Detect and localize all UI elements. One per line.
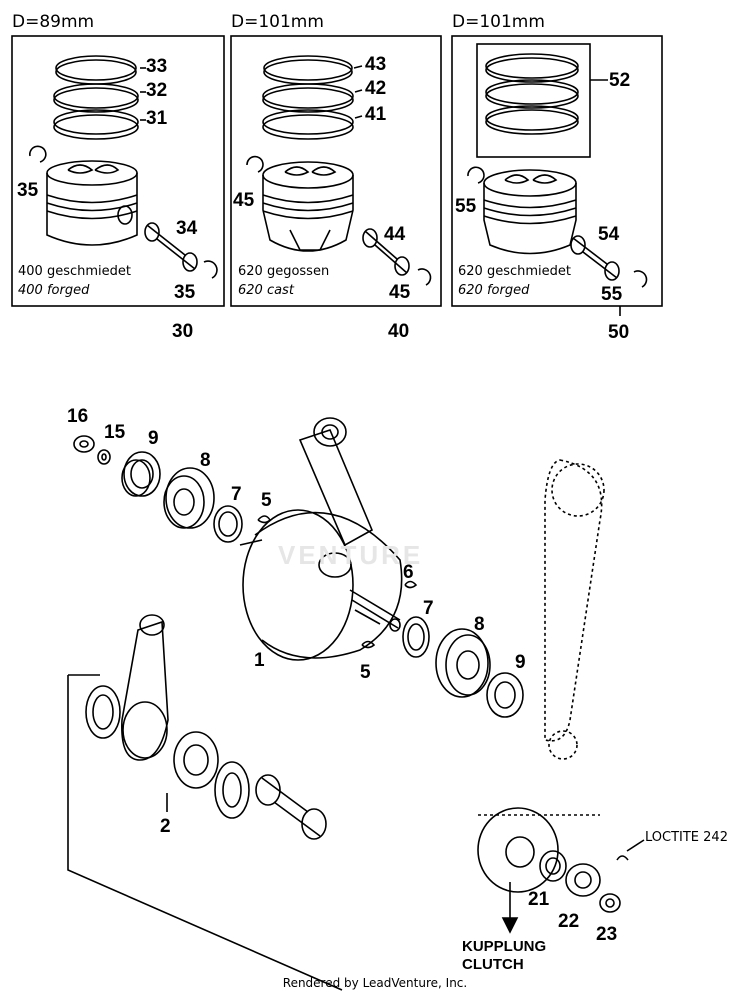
- part-9b: 9: [515, 652, 526, 673]
- part-55-clip-2: 55: [601, 284, 623, 305]
- part-31: 31: [146, 108, 168, 129]
- part-35-clip-2: 35: [174, 282, 196, 303]
- piston-desc-de-1: 400 geschmiedet: [18, 264, 131, 279]
- piston-620-cast: [262, 161, 354, 252]
- seal-9: [121, 451, 161, 497]
- footer-credit: Rendered by LeadVenture, Inc.: [282, 976, 468, 990]
- part-22: 22: [558, 911, 580, 932]
- piston-box-400: [11, 35, 225, 307]
- shim-7: [213, 505, 243, 543]
- part-43: 43: [365, 54, 387, 75]
- crankshaft: [239, 417, 403, 661]
- bearing-8: [163, 467, 215, 529]
- piston-desc-en-2: 620 cast: [238, 283, 294, 298]
- assembly-40: 40: [388, 321, 410, 342]
- loctite-note: LOCTITE 242: [645, 830, 728, 845]
- part-34: 34: [176, 218, 198, 239]
- diameter-label-2: D=101mm: [231, 12, 324, 32]
- piston-400: [46, 160, 138, 246]
- shim-7b: [402, 616, 430, 658]
- piston-620-forged: [483, 169, 577, 255]
- ring-set-box: [476, 43, 591, 158]
- circlip-right-3: [633, 270, 648, 288]
- circlip-left-3: [467, 166, 485, 184]
- piston-pin-54: [570, 235, 620, 281]
- circlip-right-2: [417, 268, 432, 286]
- part-23: 23: [596, 924, 618, 945]
- piston-desc-de-2: 620 gegossen: [238, 264, 330, 279]
- washer-15: [97, 449, 111, 465]
- assembly-50: 50: [608, 322, 630, 343]
- piston-box-620-cast: [230, 35, 442, 307]
- part-45-clip: 45: [233, 190, 255, 211]
- part-32: 32: [146, 80, 168, 101]
- part-7b: 7: [423, 598, 434, 619]
- piston-pin-34: [144, 222, 198, 272]
- circlip-left-1: [29, 145, 47, 163]
- diameter-label-1: D=89mm: [12, 12, 95, 32]
- part-1: 1: [254, 650, 265, 671]
- key-6: [404, 580, 418, 589]
- piston-rings-group-1: [53, 55, 139, 140]
- part-15: 15: [104, 422, 126, 443]
- clutch-label-en: CLUTCH: [462, 956, 524, 973]
- part-45-clip-2: 45: [389, 282, 411, 303]
- part-2: 2: [160, 816, 171, 837]
- connecting-rod-set: [67, 614, 343, 991]
- assembly-30: 30: [172, 321, 194, 342]
- circlip-left-2: [246, 155, 264, 173]
- part-44: 44: [384, 224, 406, 245]
- diameter-label-3: D=101mm: [452, 12, 545, 32]
- piston-box-620-forged: [451, 35, 663, 307]
- part-8a: 8: [200, 450, 211, 471]
- part-21: 21: [528, 889, 550, 910]
- part-54: 54: [598, 224, 620, 245]
- part-35-clip: 35: [17, 180, 39, 201]
- clutch-gear: [477, 807, 645, 934]
- piston-rings-group-2: [262, 55, 354, 140]
- part-7a: 7: [231, 484, 242, 505]
- part-16: 16: [67, 406, 89, 427]
- part-8b: 8: [474, 614, 485, 635]
- part-5b: 5: [360, 662, 371, 683]
- seal-9b: [486, 672, 524, 718]
- key-5b: [361, 640, 376, 649]
- part-41: 41: [365, 104, 387, 125]
- piston-desc-de-3: 620 geschmiedet: [458, 264, 571, 279]
- part-5a: 5: [261, 490, 272, 511]
- watermark: VENTURE: [278, 540, 424, 570]
- part-42: 42: [365, 78, 387, 99]
- piston-rings-group-3: [485, 53, 579, 135]
- part-6: 6: [403, 562, 414, 583]
- piston-pin-44: [362, 228, 410, 276]
- circlip-right-1: [203, 260, 218, 279]
- nut-16: [73, 435, 95, 453]
- bearing-8b: [435, 628, 491, 698]
- part-52: 52: [609, 70, 631, 91]
- part-9a: 9: [148, 428, 159, 449]
- piston-desc-en-1: 400 forged: [18, 283, 90, 298]
- part-55-clip: 55: [455, 196, 477, 217]
- timing-chain: [544, 459, 605, 760]
- piston-desc-en-3: 620 forged: [458, 283, 530, 298]
- clutch-label-de: KUPPLUNG: [462, 938, 547, 955]
- part-33: 33: [146, 56, 168, 77]
